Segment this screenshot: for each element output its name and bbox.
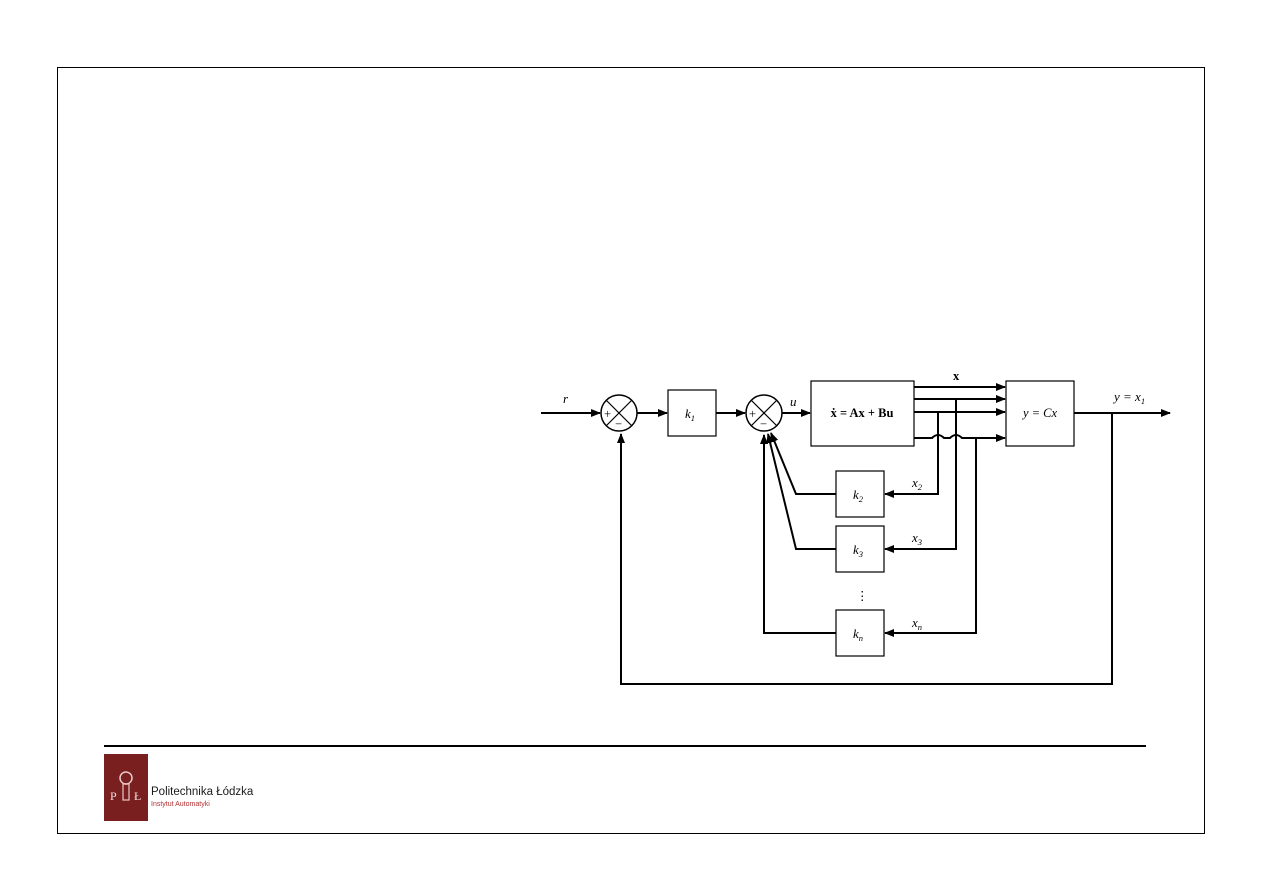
state-x2-label: x2 [911,475,923,492]
output-feedback-path [617,413,1113,685]
x3-tap-path [884,399,957,553]
kn-feedback-path [760,434,836,634]
summing-junction-1: + − [600,394,638,432]
gain-k2-block [835,470,885,518]
xn-tap-path [884,438,977,637]
pl-logo-icon: P Ł [104,754,148,821]
x2-tap-path [884,412,939,498]
k2-feedback-path [770,432,836,495]
sum2-plus: + [749,407,756,421]
control-label: u [790,394,797,409]
output-block [1005,380,1075,447]
footer-rule [104,745,1146,747]
gain-kn-label: kn [853,626,863,643]
plant-equation: ẋ = Ax + Bu [831,406,894,420]
gain-kn-block [835,609,885,657]
state-bus [914,383,1006,442]
gain-k3-label: k3 [853,542,863,559]
gain-k3-block [835,525,885,573]
gain-k1-block [667,389,717,437]
state-x3-label: x3 [911,530,922,547]
svg-text:Ł: Ł [134,789,141,803]
output-equation: y = Cx [1021,406,1058,420]
svg-text:P: P [110,789,117,803]
state-xn-label: xn [911,615,922,632]
input-label: r [563,391,569,406]
gain-k1-label: k1 [685,406,695,423]
k3-feedback-path [766,433,836,550]
output-label: y = x1 [1112,389,1145,406]
summing-junction-2: + − [745,394,783,432]
slide-frame [57,67,1205,834]
sum2-minus: − [760,417,767,431]
ellipsis-dots: ⋮ [856,589,869,603]
plant-block [810,380,915,447]
state-label: x [953,369,960,383]
sum1-plus: + [604,407,611,421]
sum1-minus: − [615,417,622,431]
org-name: Politechnika Łódzka [151,786,254,798]
gain-k2-label: k2 [853,487,864,504]
org-subtitle: Instytut Automatyki [151,801,210,808]
